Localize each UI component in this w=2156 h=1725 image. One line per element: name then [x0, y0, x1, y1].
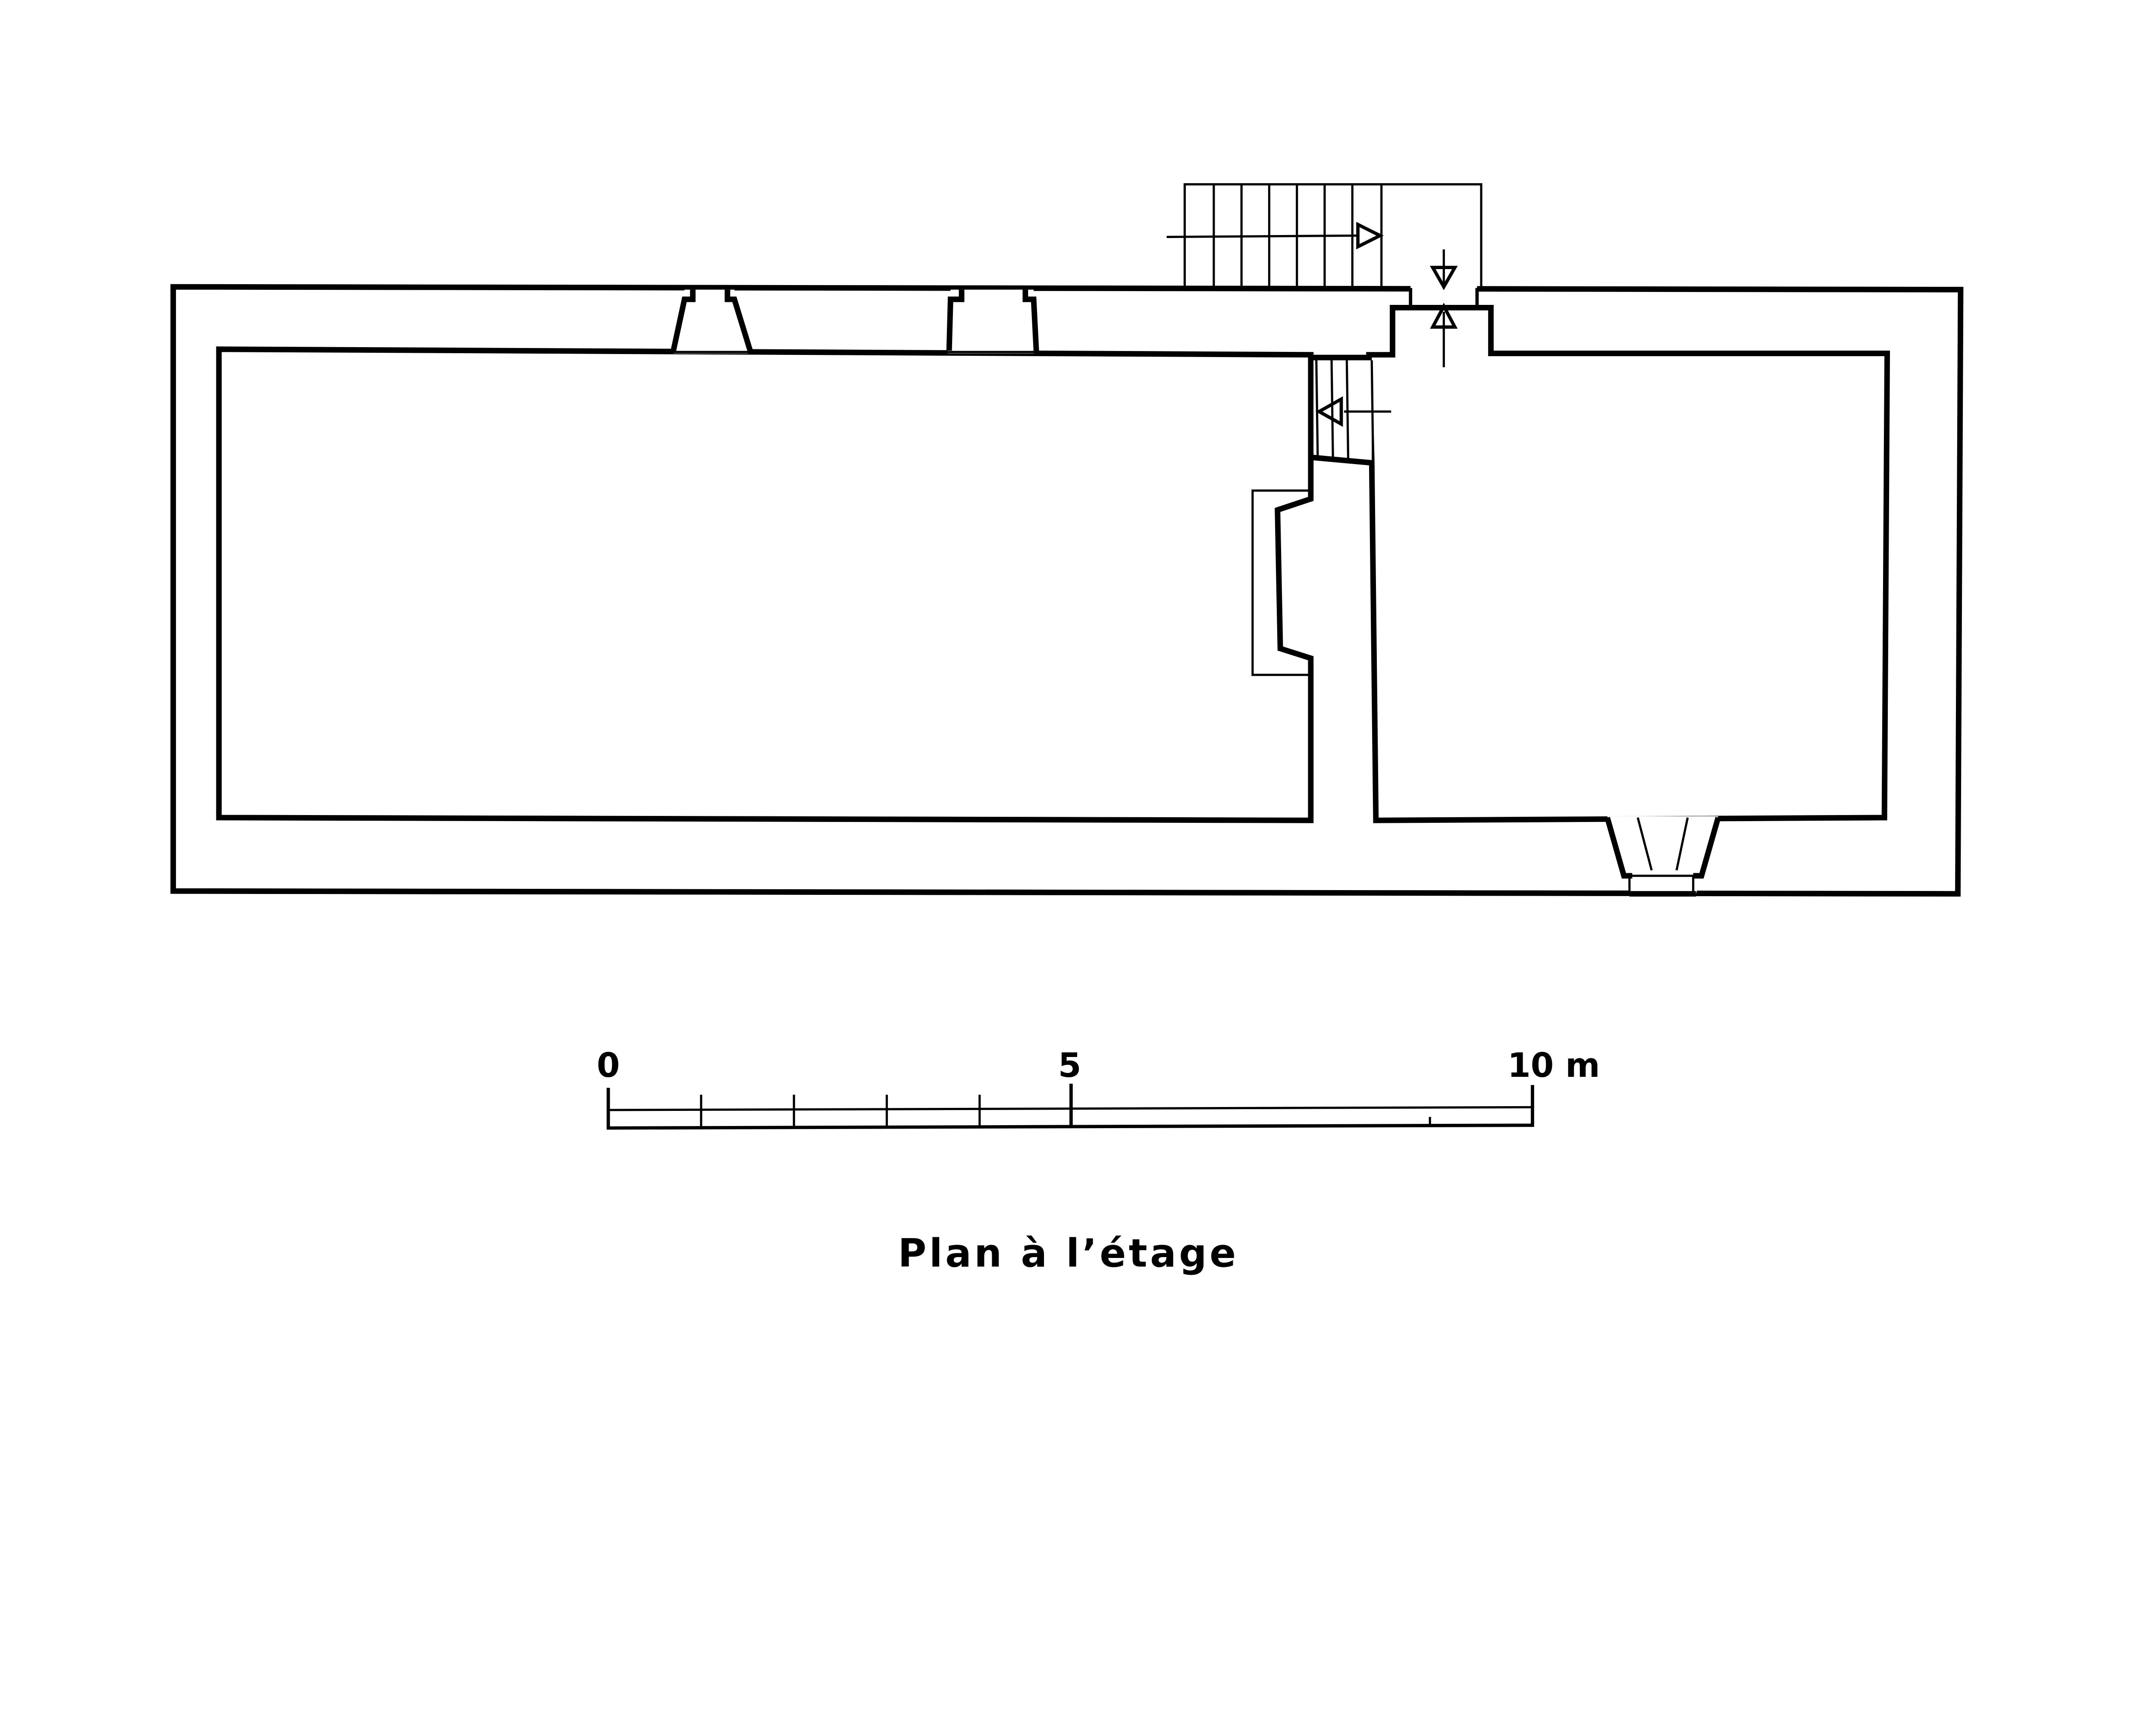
window-top-2	[946, 289, 1040, 354]
right-room	[1366, 304, 1890, 823]
scale-bar: 0 5 10 m	[597, 1046, 1600, 1130]
arrow-up-icon	[1430, 302, 1458, 329]
window-bottom	[1604, 816, 1721, 897]
scale-label-10: 10 m	[1507, 1046, 1600, 1085]
arrow-left-icon	[1316, 396, 1343, 427]
arrow-line	[1166, 234, 1358, 238]
cupboard-outline	[1251, 489, 1311, 676]
window-top-1	[671, 289, 754, 354]
scale-label-0: 0	[597, 1046, 620, 1085]
arrow-down-icon	[1429, 266, 1458, 290]
floor-plan-drawing: 0 5 10 m Plan à l’étage	[170, 183, 1964, 1276]
arrow-right-icon	[1356, 222, 1384, 250]
scale-label-5: 5	[1058, 1046, 1081, 1085]
left-room	[216, 346, 1314, 823]
top-door-jambs	[1397, 288, 1491, 308]
exterior-stair	[1166, 183, 1482, 287]
floor-plan-svg: 0 5 10 m Plan à l’étage	[170, 183, 1964, 1276]
drawing-title: Plan à l’étage	[898, 1231, 1238, 1276]
inner-stair	[1310, 354, 1391, 466]
